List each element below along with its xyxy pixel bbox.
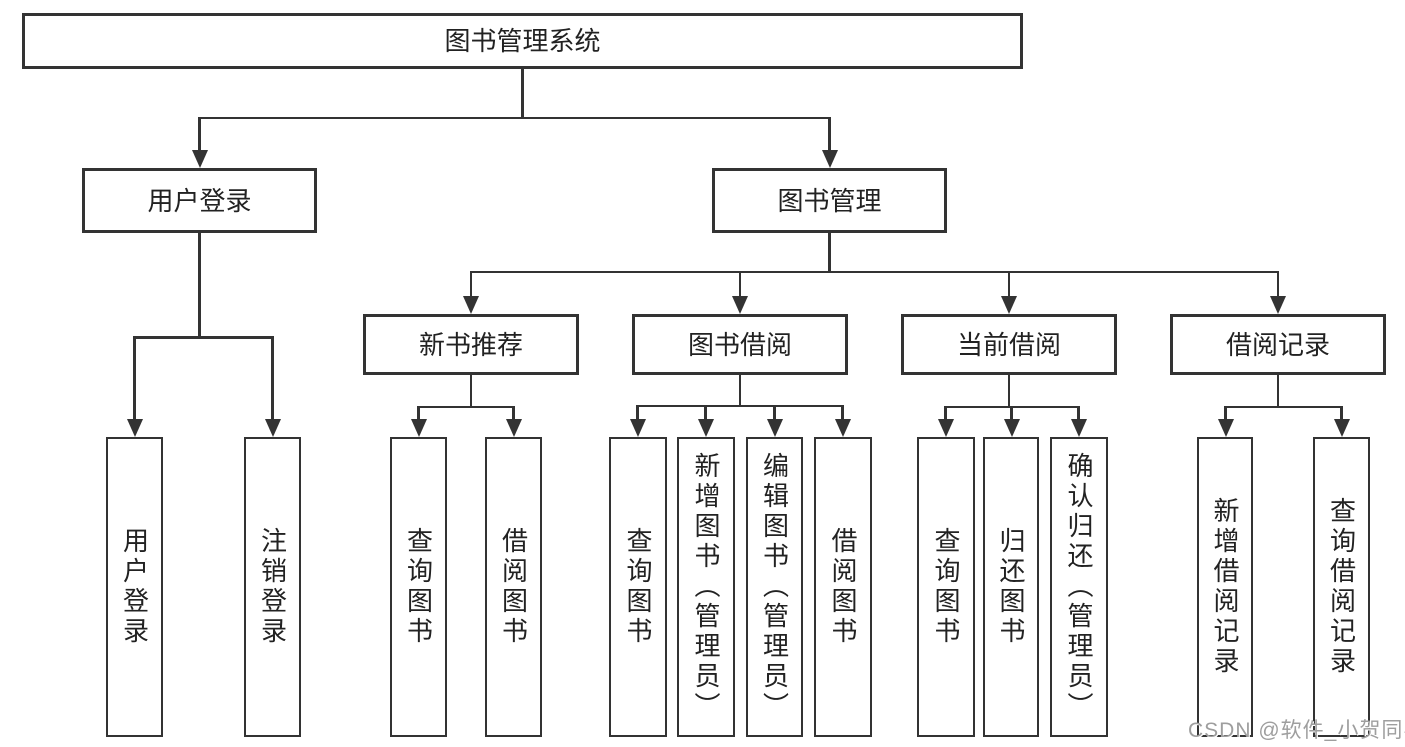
arrow-down-icon [1270, 296, 1286, 314]
leaf-confirm-return-admin: 确认归还（管理员） [1050, 437, 1108, 737]
node-root-label: 图书管理系统 [444, 26, 601, 56]
leaf-return-books: 归还图书 [983, 437, 1039, 737]
leaf-query-books-2-label: 查询图书 [623, 527, 653, 647]
node-user-login-label: 用户登录 [147, 185, 252, 216]
connector-line [1224, 406, 1227, 420]
leaf-borrow-books-2: 借阅图书 [814, 437, 872, 737]
leaf-add-borrow-record-label: 新增借阅记录 [1210, 497, 1240, 677]
arrow-down-icon [766, 419, 783, 437]
arrow-down-icon [1070, 419, 1087, 437]
leaf-user-login-label: 用户登录 [119, 527, 150, 647]
arrow-down-icon [505, 419, 522, 437]
arrow-down-icon [410, 419, 427, 437]
arrow-down-icon [937, 419, 954, 437]
connector-line [773, 406, 776, 420]
node-borrow-records: 借阅记录 [1170, 314, 1386, 375]
leaf-query-borrow-record: 查询借阅记录 [1313, 437, 1370, 737]
node-book-management-label: 图书管理 [777, 185, 882, 216]
connector-line [1340, 406, 1343, 420]
connector-line [841, 406, 844, 420]
leaf-add-books-admin: 新增图书（管理员） [677, 437, 735, 737]
arrow-down-icon [1001, 296, 1017, 314]
connector-line [704, 406, 707, 420]
node-book-borrow: 图书借阅 [632, 314, 848, 375]
leaf-borrow-books-1: 借阅图书 [485, 437, 542, 737]
connector-line [198, 117, 201, 152]
connector-line [133, 336, 275, 339]
node-new-book-recommend-label: 新书推荐 [418, 329, 523, 360]
arrow-down-icon [264, 419, 281, 437]
leaf-return-books-label: 归还图书 [996, 527, 1026, 647]
arrow-down-icon [834, 419, 851, 437]
node-user-login: 用户登录 [82, 168, 317, 233]
connector-line [1276, 375, 1280, 407]
connector-line [469, 375, 473, 407]
connector-line [944, 406, 947, 420]
arrow-down-icon [732, 296, 748, 314]
node-new-book-recommend: 新书推荐 [363, 314, 579, 375]
connector-line [1007, 375, 1011, 407]
node-book-management: 图书管理 [712, 168, 947, 233]
connector-line [469, 270, 1279, 273]
connector-line [1007, 272, 1011, 298]
leaf-borrow-books-2-label: 借阅图书 [828, 527, 858, 647]
node-current-borrow-label: 当前借阅 [956, 329, 1061, 360]
arrow-down-icon [697, 419, 714, 437]
connector-line [271, 337, 274, 421]
leaf-user-login: 用户登录 [106, 437, 163, 737]
arrow-down-icon [463, 296, 479, 314]
leaf-borrow-books-1-label: 借阅图书 [498, 527, 529, 647]
connector-line [1010, 406, 1013, 420]
connector-line [828, 117, 831, 152]
connector-line [133, 337, 136, 421]
connector-line [828, 233, 831, 272]
leaf-query-books-2: 查询图书 [609, 437, 667, 737]
node-current-borrow: 当前借阅 [901, 314, 1117, 375]
arrow-down-icon [191, 150, 208, 168]
connector-line [1276, 272, 1280, 298]
leaf-query-borrow-record-label: 查询借阅记录 [1326, 497, 1357, 677]
leaf-logout-label: 注销登录 [257, 527, 288, 647]
node-book-borrow-label: 图书借阅 [687, 329, 792, 360]
leaf-edit-books-admin: 编辑图书（管理员） [746, 437, 803, 737]
arrow-down-icon [629, 419, 646, 437]
leaf-add-books-admin-label: 新增图书（管理员） [691, 452, 721, 722]
connector-line [198, 116, 832, 119]
leaf-query-books-1-label: 查询图书 [403, 527, 434, 647]
connector-line [738, 375, 742, 406]
connector-line [636, 406, 639, 420]
connector-line [198, 233, 201, 338]
node-root: 图书管理系统 [22, 13, 1023, 69]
leaf-confirm-return-admin-label: 确认归还（管理员） [1064, 452, 1094, 722]
node-borrow-records-label: 借阅记录 [1225, 329, 1330, 360]
connector-line [417, 405, 516, 408]
leaf-logout: 注销登录 [244, 437, 301, 737]
leaf-edit-books-admin-label: 编辑图书（管理员） [759, 452, 790, 722]
arrow-down-icon [1333, 419, 1350, 437]
connector-line [512, 406, 515, 421]
arrow-down-icon [1217, 419, 1234, 437]
leaf-add-borrow-record: 新增借阅记录 [1197, 437, 1253, 737]
connector-line [521, 69, 524, 118]
connector-line [417, 406, 420, 421]
connector-line [1224, 405, 1343, 408]
arrow-down-icon [1003, 419, 1020, 437]
connector-line [636, 404, 845, 407]
connector-line [469, 272, 473, 298]
arrow-down-icon [821, 150, 838, 168]
connector-line [1077, 406, 1080, 420]
connector-line [738, 272, 742, 298]
leaf-query-books-1: 查询图书 [390, 437, 447, 737]
leaf-query-books-3: 查询图书 [917, 437, 975, 737]
csdn-watermark: CSDN @软件_小贺同学 [1188, 719, 1405, 742]
leaf-query-books-3-label: 查询图书 [931, 527, 961, 647]
arrow-down-icon [126, 419, 143, 437]
